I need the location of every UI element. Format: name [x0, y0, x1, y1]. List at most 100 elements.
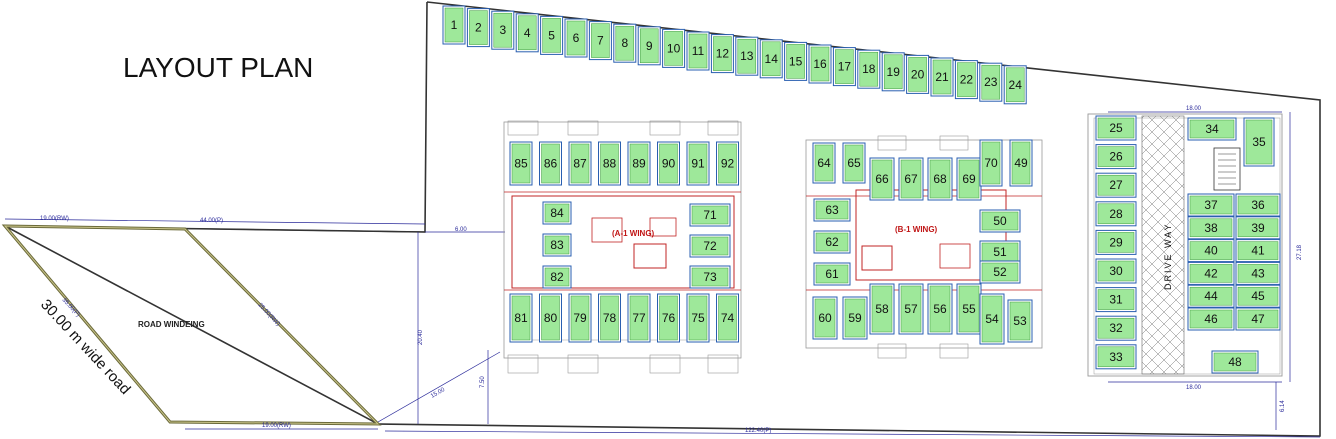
dim-diag-right: 25.00(RW)	[257, 302, 281, 327]
parking-slot-number: 47	[1251, 312, 1265, 326]
parking-slot-number: 60	[818, 311, 832, 325]
parking-slot: 13	[735, 36, 759, 76]
parking-slot: 23	[979, 62, 1003, 102]
parking-slot: 22	[954, 60, 978, 100]
parking-slot-number: 82	[550, 270, 564, 284]
parking-slot: 45	[1235, 284, 1281, 308]
parking-slot: 20	[906, 54, 930, 94]
parking-slot-number: 48	[1228, 355, 1242, 369]
parking-slot: 7	[588, 21, 612, 61]
parking-slot: 67	[898, 157, 924, 201]
parking-slot: 65	[842, 142, 866, 184]
parking-slot-number: 6	[573, 31, 580, 45]
parking-slot-number: 26	[1109, 150, 1123, 164]
parking-slot-number: 12	[716, 47, 730, 61]
parking-slot: 60	[812, 296, 838, 340]
parking-slot: 25	[1095, 115, 1137, 141]
dim-vertical-a: 20.40	[418, 329, 424, 345]
parking-slot-number: 33	[1109, 350, 1123, 364]
parking-slot: 14	[759, 39, 783, 79]
parking-slot: 87	[568, 141, 592, 186]
dim-top-left: 19.00(RW)	[40, 216, 69, 222]
parking-slot-number: 46	[1204, 312, 1218, 326]
parking-slot: 90	[657, 141, 680, 186]
dim-diag-low: 15.00	[430, 387, 447, 400]
parking-slot: 31	[1095, 287, 1137, 313]
parking-slot-number: 10	[667, 41, 681, 55]
parking-slot-number: 37	[1204, 198, 1218, 212]
parking-slot: 69	[956, 157, 982, 201]
parking-slot-number: 39	[1251, 221, 1265, 235]
dim-top-mid: 44.00(P)	[200, 218, 223, 224]
parking-slot-number: 3	[499, 23, 506, 37]
parking-slot: 75	[686, 293, 710, 343]
parking-slot-number: 41	[1251, 244, 1265, 258]
parking-slot: 51	[979, 240, 1021, 264]
parking-slot-number: 65	[847, 156, 861, 170]
parking-slot-number: 42	[1204, 266, 1218, 280]
parking-slot: 17	[832, 47, 856, 87]
road-windening-label: ROAD WINDEING	[138, 320, 205, 329]
driveway	[1141, 115, 1185, 375]
parking-slot: 59	[842, 296, 868, 340]
parking-slot-number: 89	[632, 157, 646, 171]
parking-slot-number: 28	[1109, 207, 1123, 221]
parking-slot-number: 50	[993, 214, 1007, 228]
parking-slot-number: 70	[984, 156, 998, 170]
parking-slot-number: 17	[838, 60, 852, 74]
parking-slot-number: 62	[825, 235, 839, 249]
parking-slot-number: 75	[691, 311, 705, 325]
dim-mid: 6.00	[455, 227, 467, 233]
parking-slot-number: 87	[573, 157, 587, 171]
parking-slot-number: 18	[862, 62, 876, 76]
parking-slot-number: 38	[1204, 221, 1218, 235]
dim-bottom-left: 19.00(RW)	[262, 423, 291, 429]
parking-slot: 30	[1095, 258, 1137, 284]
dim-right-low: 6.14	[1280, 400, 1286, 412]
parking-slot: 63	[813, 198, 851, 222]
parking-slot: 10	[662, 28, 686, 68]
parking-slot: 66	[869, 157, 895, 201]
parking-slot: 77	[627, 293, 651, 343]
dim-right-top: 18.00	[1186, 106, 1202, 112]
parking-slot: 34	[1187, 117, 1237, 141]
parking-slot-number: 11	[692, 44, 705, 58]
parking-slot-number: 22	[960, 73, 974, 87]
parking-slot-number: 8	[621, 36, 628, 50]
parking-slot-number: 14	[765, 52, 779, 66]
parking-slot-number: 45	[1251, 289, 1265, 303]
parking-slot-number: 53	[1013, 314, 1027, 328]
parking-slot: 38	[1187, 216, 1235, 240]
parking-slot: 33	[1095, 344, 1137, 370]
parking-slot: 1	[442, 5, 466, 45]
parking-slot-number: 72	[703, 239, 717, 253]
parking-slot: 84	[542, 201, 572, 225]
driveway-label: DRIVE WAY	[1163, 222, 1173, 290]
parking-slot: 21	[930, 57, 954, 97]
parking-slot: 70	[979, 139, 1003, 187]
parking-slot-number: 54	[985, 312, 999, 326]
parking-slot-number: 63	[825, 203, 839, 217]
parking-slot-number: 88	[603, 157, 617, 171]
parking-slot: 48	[1211, 350, 1259, 374]
parking-slot-number: 49	[1014, 156, 1028, 170]
parking-slot-number: 20	[911, 67, 925, 81]
parking-slot: 89	[627, 141, 651, 186]
parking-slot-number: 79	[573, 311, 587, 325]
parking-slot-number: 59	[848, 311, 862, 325]
parking-slot-number: 7	[597, 34, 604, 48]
parking-slot: 35	[1243, 117, 1275, 167]
parking-slot: 54	[979, 293, 1005, 345]
parking-slot-number: 16	[813, 57, 827, 71]
parking-slot-number: 44	[1204, 289, 1218, 303]
parking-slot: 32	[1095, 315, 1137, 341]
parking-slot-number: 24	[1009, 78, 1023, 92]
parking-slot-number: 21	[935, 70, 949, 84]
parking-slot: 41	[1235, 239, 1281, 263]
parking-slot-number: 52	[993, 265, 1007, 279]
parking-slot: 53	[1007, 299, 1033, 343]
parking-slot: 68	[927, 157, 953, 201]
parking-slot: 82	[542, 265, 572, 289]
parking-slot-number: 55	[962, 302, 976, 316]
parking-slot-number: 67	[904, 172, 918, 186]
